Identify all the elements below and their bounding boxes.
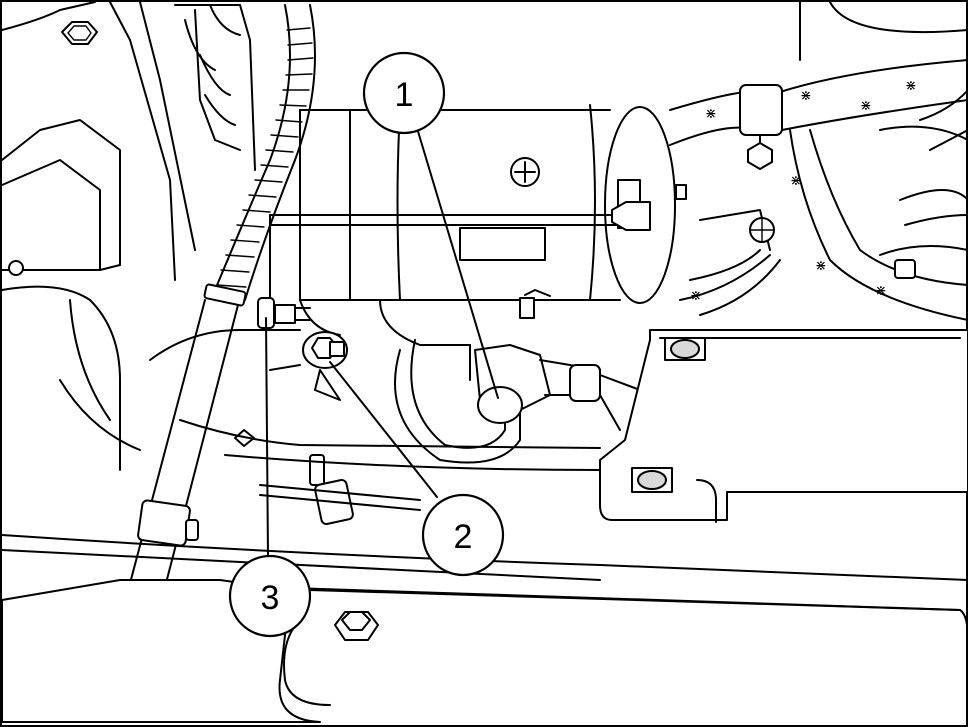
svg-text:⋇: ⋇ — [800, 88, 812, 104]
callout-circle — [421, 493, 505, 577]
battery-cable — [394, 339, 641, 464]
callout-circle — [228, 554, 312, 638]
starter-motor — [269, 104, 687, 346]
leader-line-1 — [416, 127, 499, 399]
right-bracket-plate — [599, 329, 968, 523]
svg-text:⋇: ⋇ — [875, 283, 887, 299]
svg-text:⋇: ⋇ — [705, 106, 717, 122]
leader-line-3 — [265, 317, 269, 559]
callout-circle — [362, 51, 446, 135]
leader-line-2 — [329, 361, 438, 498]
left-frame-structure — [1, 1, 256, 471]
callout-3: 3 — [228, 554, 312, 638]
leader-lines — [265, 127, 499, 559]
wiring-harness: ⋇ ⋇ ⋇ ⋇ ⋇ ⋇ ⋇ ⋇ — [669, 1, 968, 321]
ground-bolt — [257, 297, 311, 329]
callout-1: 1 — [362, 51, 446, 135]
svg-text:⋇: ⋇ — [815, 258, 827, 274]
callout-2: 2 — [421, 493, 505, 577]
terminal-nut — [269, 331, 348, 401]
callout-label: 2 — [454, 518, 473, 556]
svg-text:⋇: ⋇ — [860, 98, 872, 114]
callout-label: 3 — [261, 579, 280, 617]
svg-text:⋇: ⋇ — [790, 173, 802, 189]
svg-text:⋇: ⋇ — [690, 288, 702, 304]
svg-text:⋇: ⋇ — [905, 78, 917, 94]
callout-label: 1 — [395, 76, 414, 114]
